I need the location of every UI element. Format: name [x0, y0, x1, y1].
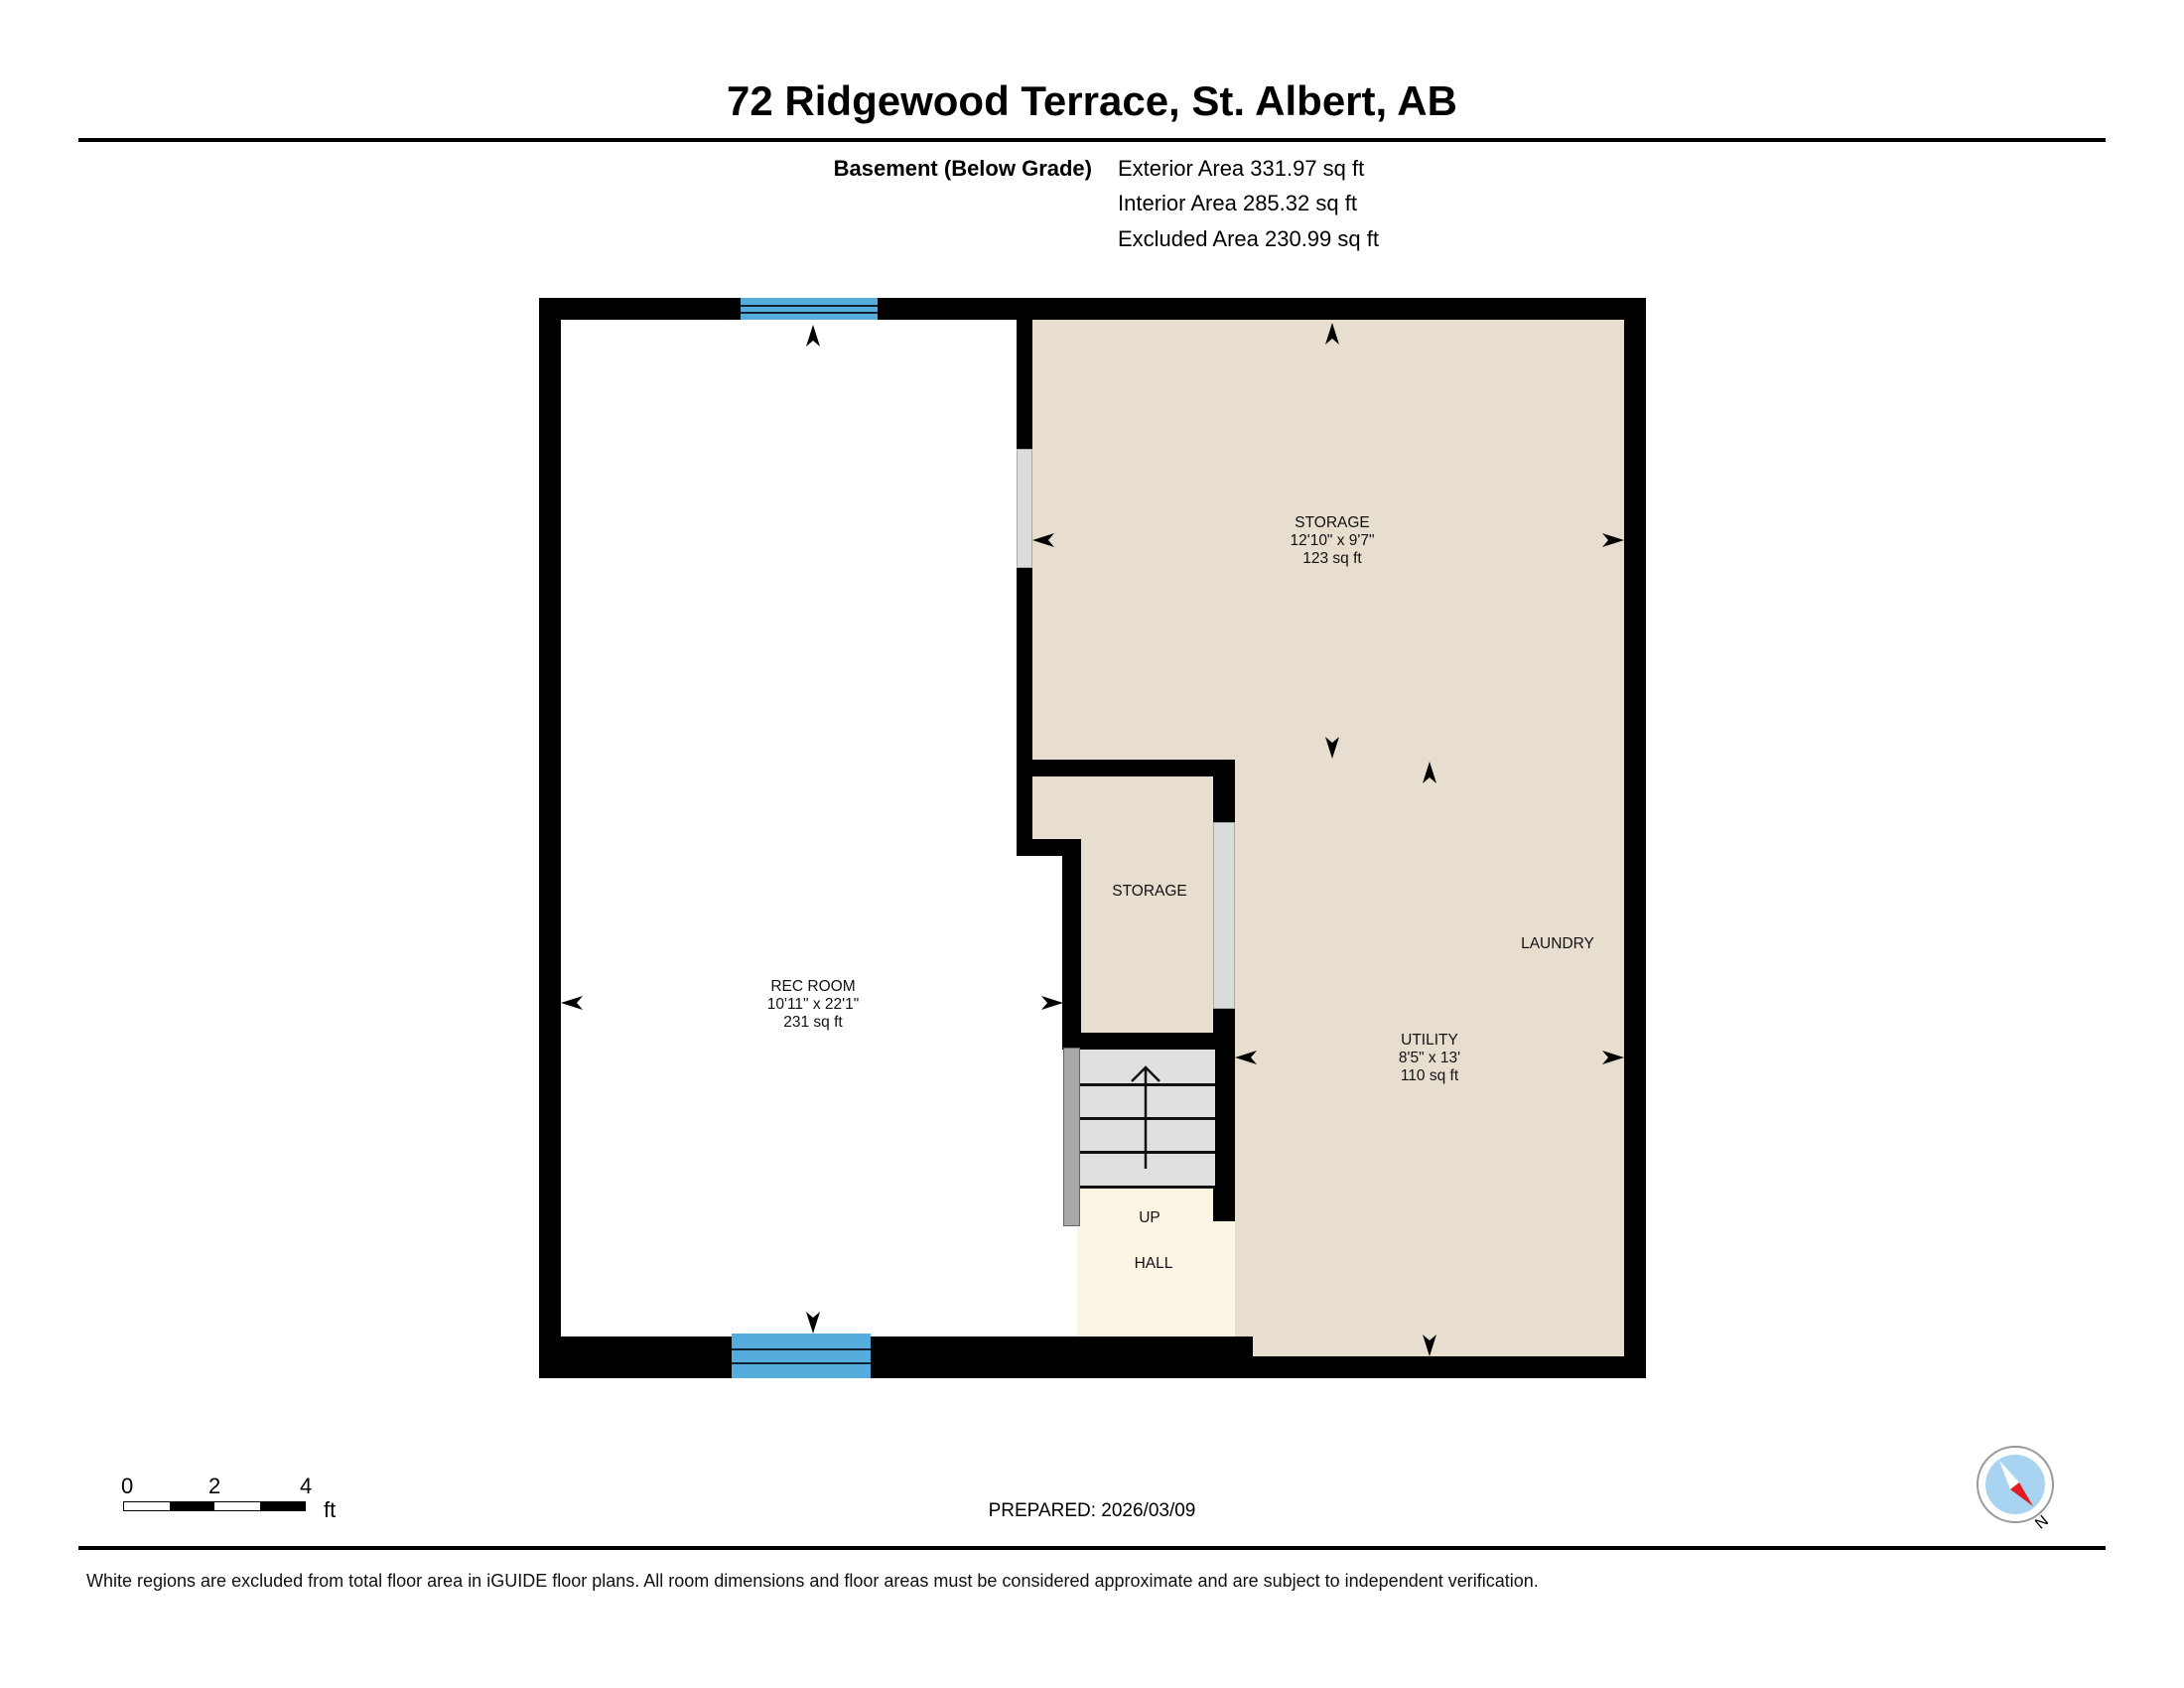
room-area: 123 sq ft: [1302, 550, 1362, 567]
window-top: [741, 298, 878, 320]
exterior-area: Exterior Area 331.97 sq ft: [1118, 156, 1365, 181]
room-name: STORAGE: [1112, 883, 1187, 900]
scale-unit: ft: [324, 1497, 337, 1522]
page-title: 72 Ridgewood Terrace, St. Albert, AB: [727, 77, 1457, 124]
wall-stair-right: [1219, 1048, 1235, 1221]
small-storage-floor: [1032, 776, 1213, 839]
door-opening-utility: [1213, 822, 1235, 1009]
scale-bar-segments: [123, 1501, 306, 1511]
disclaimer: White regions are excluded from total fl…: [86, 1571, 1539, 1591]
room-storage-small: STORAGE: [1112, 883, 1187, 901]
room-dimensions: 10'11" x 22'1": [766, 996, 860, 1013]
interior-area: Interior Area 285.32 sq ft: [1118, 191, 1357, 215]
room-hall: HALL: [1135, 1255, 1173, 1273]
room-rec-room: REC ROOM 10'11" x 22'1" 231 sq ft: [767, 978, 859, 1032]
room-area: 110 sq ft: [1400, 1067, 1459, 1084]
stairs-up-label: UP: [1139, 1209, 1160, 1226]
stair-up-arrow-icon: [1131, 1065, 1160, 1169]
wall-small-storage-bottom: [1062, 1033, 1235, 1050]
prepared-date: PREPARED: 2026/03/09: [988, 1500, 1196, 1521]
header-divider: [78, 138, 2106, 142]
footer-divider: [78, 1546, 2106, 1550]
stair-railing: [1063, 1048, 1080, 1226]
utility-floor-notch: [1253, 1336, 1624, 1356]
wall-right: [1624, 298, 1646, 1378]
small-storage-floor-lower: [1081, 839, 1213, 1035]
door-opening-storage: [1017, 449, 1032, 568]
staircase: [1080, 1050, 1215, 1189]
north-compass-icon: N: [1976, 1445, 2065, 1544]
scale-tick-0: 0: [121, 1474, 134, 1498]
excluded-area: Excluded Area 230.99 sq ft: [1118, 226, 1379, 251]
hall-floor: [1077, 1187, 1235, 1337]
room-laundry: LAUNDRY: [1521, 935, 1594, 953]
level-name: Basement (Below Grade): [833, 156, 1092, 181]
scale-bar: 0 2 4 ft: [121, 1474, 349, 1533]
scale-tick-4: 4: [300, 1474, 313, 1498]
wall-small-storage-top: [1032, 760, 1235, 776]
room-name: STORAGE: [1295, 514, 1370, 531]
room-area: 231 sq ft: [783, 1014, 843, 1031]
storage-floor: [1032, 320, 1624, 762]
room-name: HALL: [1134, 1255, 1173, 1272]
room-name: UTILITY: [1401, 1032, 1458, 1049]
room-dimensions: 8'5" x 13': [1398, 1050, 1461, 1066]
room-utility: UTILITY 8'5" x 13' 110 sq ft: [1399, 1032, 1460, 1085]
scale-tick-2: 2: [208, 1474, 221, 1498]
wall-left: [539, 298, 561, 1378]
room-name: LAUNDRY: [1521, 935, 1594, 952]
utility-floor: [1235, 762, 1624, 1356]
room-name: REC ROOM: [770, 978, 856, 995]
room-storage-main: STORAGE 12'10" x 9'7" 123 sq ft: [1290, 514, 1374, 568]
wall-small-storage-left: [1062, 839, 1081, 1048]
window-bottom: [732, 1334, 871, 1378]
room-dimensions: 12'10" x 9'7": [1290, 532, 1375, 549]
